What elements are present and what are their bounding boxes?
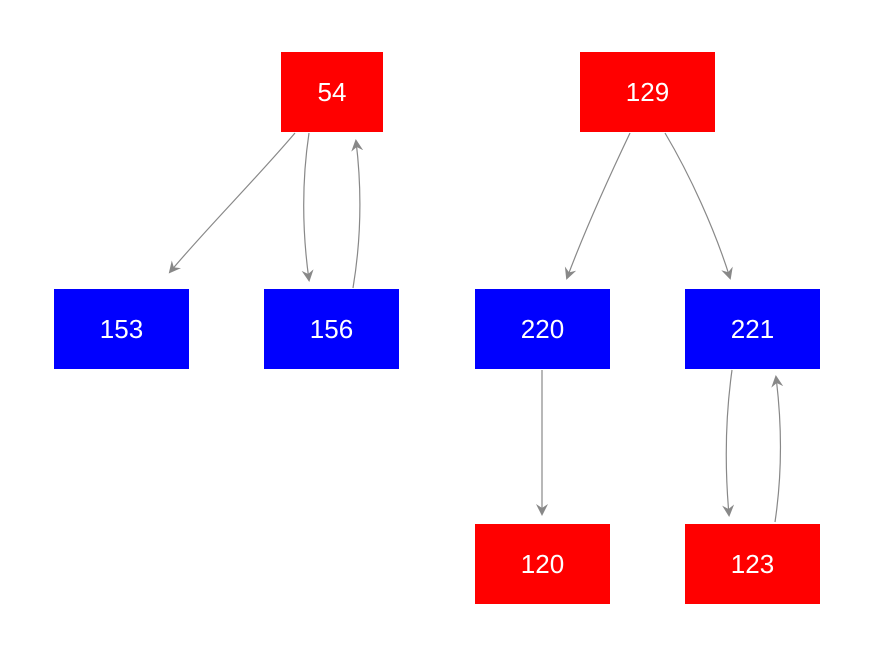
node-120[interactable]: 120 <box>475 524 610 604</box>
node-129[interactable]: 129 <box>580 52 715 132</box>
node-156[interactable]: 156 <box>264 289 399 369</box>
node-120-label: 120 <box>520 548 565 579</box>
node-54[interactable]: 54 <box>281 52 383 132</box>
edge-54-to-156 <box>301 132 314 282</box>
node-153[interactable]: 153 <box>54 289 189 369</box>
node-220-label: 220 <box>520 313 565 344</box>
node-221[interactable]: 221 <box>685 289 820 369</box>
node-123-label: 123 <box>730 548 775 579</box>
node-123[interactable]: 123 <box>685 524 820 604</box>
edge-54-to-153 <box>168 132 296 274</box>
edge-123-to-221 <box>771 375 784 523</box>
node-156-label: 156 <box>309 313 354 344</box>
edge-156-to-54 <box>351 139 364 289</box>
node-153-label: 153 <box>99 313 144 344</box>
edge-129-to-221 <box>664 132 733 280</box>
edge-129-to-220 <box>564 132 631 280</box>
node-220[interactable]: 220 <box>475 289 610 369</box>
node-54-label: 54 <box>317 76 347 107</box>
node-129-label: 129 <box>625 76 670 107</box>
node-221-label: 221 <box>730 313 775 344</box>
edge-221-to-123 <box>722 369 735 517</box>
